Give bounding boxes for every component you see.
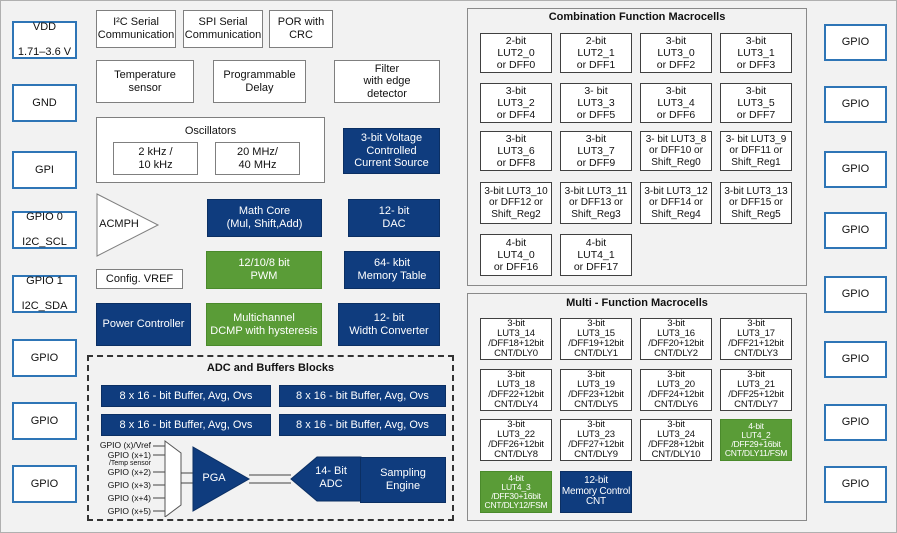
buffer-block: 8 x 16 - bit Buffer, Avg, Ovs [279, 385, 446, 407]
left-pin: GPIO 1 I2C_SDA [12, 275, 77, 313]
memory-table-block: 64- kbit Memory Table [344, 251, 440, 289]
i2c-block: I²C Serial Communication [96, 10, 176, 48]
pga-label: PGA [202, 471, 226, 484]
pin-label: GPIO 0 [26, 211, 63, 224]
pin-sublabel: 1.71–3.6 V [17, 46, 72, 59]
multi-function-macrocell: 4-bit LUT4_2 /DFF29+16bit CNT/DLY11/FSM [720, 419, 792, 461]
width-converter-block: 12- bit Width Converter [338, 303, 440, 346]
combination-macrocell: 3-bit LUT3_12 or DFF14 or Shift_Reg4 [640, 182, 712, 224]
adc-input-label: /Temp sensor [108, 460, 151, 467]
right-pin: GPIO [824, 466, 887, 503]
multi-panel-title: Multi - Function Macrocells [566, 297, 708, 309]
pin-label: GPIO [30, 477, 59, 490]
dac-block: 12- bit DAC [348, 199, 440, 237]
right-pin: GPIO [824, 341, 887, 378]
oscillator-low-freq: 2 kHz / 10 kHz [113, 142, 198, 175]
combination-macrocell: 3-bit LUT3_2 or DFF4 [480, 83, 552, 123]
pin-label: GPIO [30, 414, 59, 427]
adc-input-label: GPIO (x)/Vref [99, 440, 151, 450]
multi-function-macrocell: 3-bit LUT3_20 /DFF24+12bit CNT/DLY6 [640, 369, 712, 411]
oscillator-high-freq: 20 MHz/ 40 MHz [215, 142, 300, 175]
multi-function-macrocell: 3-bit LUT3_14 /DFF18+12bit CNT/DLY0 [480, 318, 552, 360]
combination-macrocell: 3-bit LUT3_4 or DFF6 [640, 83, 712, 123]
adc-input-label: GPIO (x+5) [107, 506, 151, 516]
pin-label: GPIO 1 [26, 275, 63, 288]
left-pin: GPIO [12, 402, 77, 440]
adc-input-label: GPIO (x+1) [107, 450, 151, 460]
combination-macrocell: 3-bit LUT3_0 or DFF2 [640, 33, 712, 73]
sampling-engine-block: Sampling Engine [360, 457, 446, 503]
multi-function-macrocell: 3-bit LUT3_19 /DFF23+12bit CNT/DLY5 [560, 369, 632, 411]
buffer-block: 8 x 16 - bit Buffer, Avg, Ovs [101, 385, 271, 407]
multi-function-macrocell: 12-bit Memory Control CNT [560, 471, 632, 513]
combination-macrocell: 3-bit LUT3_11 or DFF13 or Shift_Reg3 [560, 182, 632, 224]
config-vref-block: Config. VREF [96, 269, 183, 289]
multi-function-macrocell: 3-bit LUT3_21 /DFF25+12bit CNT/DLY7 [720, 369, 792, 411]
pwm-block: 12/10/8 bit PWM [206, 251, 322, 289]
pin-sublabel: I2C_SCL [22, 236, 67, 249]
multi-function-macrocell: 4-bit LUT4_3 /DFF30+16bit CNT/DLY12/FSM [480, 471, 552, 513]
multi-function-macrocell: 3-bit LUT3_24 /DFF28+12bit CNT/DLY10 [640, 419, 712, 461]
multi-function-macrocell: 3-bit LUT3_23 /DFF27+12bit CNT/DLY9 [560, 419, 632, 461]
buffer-block: 8 x 16 - bit Buffer, Avg, Ovs [279, 414, 446, 436]
multi-function-macrocell: 3-bit LUT3_15 /DFF19+12bit CNT/DLY1 [560, 318, 632, 360]
dcmp-block: Multichannel DCMP with hysteresis [206, 303, 322, 346]
right-pin: GPIO [824, 276, 887, 313]
pin-label: VDD [32, 21, 57, 34]
pin-sublabel: I2C_SDA [21, 300, 68, 313]
combination-macrocell: 3-bit LUT3_5 or DFF7 [720, 83, 792, 123]
buffer-block: 8 x 16 - bit Buffer, Avg, Ovs [101, 414, 271, 436]
right-pin: GPIO [824, 151, 887, 188]
left-pin: GPIO [12, 339, 77, 377]
programmable-delay-block: Programmable Delay [213, 60, 306, 103]
current-source-block: 3-bit Voltage Controlled Current Source [343, 128, 440, 174]
acmph-block [96, 193, 160, 257]
adc-signal-path [153, 440, 362, 517]
adc-input-label: GPIO (x+4) [107, 493, 151, 503]
acmph-label: ACMPH [99, 217, 139, 230]
filter-block: Filter with edge detector [334, 60, 440, 103]
right-pin: GPIO [824, 212, 887, 249]
combination-macrocell: 3-bit LUT3_7 or DFF9 [560, 131, 632, 171]
combination-macrocell: 3-bit LUT3_13 or DFF15 or Shift_Reg5 [720, 182, 792, 224]
combination-macrocell: 2-bit LUT2_0 or DFF0 [480, 33, 552, 73]
combination-macrocell: 2-bit LUT2_1 or DFF1 [560, 33, 632, 73]
combination-macrocell: 3- bit LUT3_9 or DFF11 or Shift_Reg1 [720, 131, 792, 171]
multi-function-macrocell: 3-bit LUT3_16 /DFF20+12bit CNT/DLY2 [640, 318, 712, 360]
combination-macrocell: 3-bit LUT3_10 or DFF12 or Shift_Reg2 [480, 182, 552, 224]
combination-macrocell: 3- bit LUT3_8 or DFF10 or Shift_Reg0 [640, 131, 712, 171]
oscillators-title: Oscillators [184, 125, 237, 137]
left-pin: GPI [12, 151, 77, 189]
right-pin: GPIO [824, 404, 887, 441]
right-pin: GPIO [824, 24, 887, 61]
por-block: POR with CRC [269, 10, 333, 48]
left-pin: GPIO [12, 465, 77, 503]
left-pin: VDD 1.71–3.6 V [12, 21, 77, 59]
adc-input-label: GPIO (x+3) [107, 480, 151, 490]
math-core-block: Math Core (Mul, Shift,Add) [207, 199, 322, 237]
combination-macrocell: 4-bit LUT4_0 or DFF16 [480, 234, 552, 276]
temperature-sensor-block: Temperature sensor [96, 60, 194, 103]
spi-block: SPI Serial Communication [183, 10, 263, 48]
adc-input-label: GPIO (x+2) [107, 467, 151, 477]
left-pin: GND [12, 84, 77, 122]
multi-function-macrocell: 3-bit LUT3_17 /DFF21+12bit CNT/DLY3 [720, 318, 792, 360]
multi-function-macrocell: 3-bit LUT3_18 /DFF22+12bit CNT/DLY4 [480, 369, 552, 411]
adc-label: 14- Bit ADC [315, 465, 347, 490]
power-controller-block: Power Controller [96, 303, 191, 346]
adc-panel-title: ADC and Buffers Blocks [206, 362, 335, 374]
combination-macrocell: 3-bit LUT3_6 or DFF8 [480, 131, 552, 171]
left-pin: GPIO 0 I2C_SCL [12, 211, 77, 249]
pin-label: GPI [35, 163, 54, 176]
combination-macrocell: 4-bit LUT4_1 or DFF17 [560, 234, 632, 276]
combination-panel-title: Combination Function Macrocells [548, 11, 726, 23]
multi-function-macrocell: 3-bit LUT3_22 /DFF26+12bit CNT/DLY8 [480, 419, 552, 461]
pin-label: GND [32, 96, 57, 109]
right-pin: GPIO [824, 86, 887, 123]
combination-macrocell: 3- bit LUT3_3 or DFF5 [560, 83, 632, 123]
combination-macrocell: 3-bit LUT3_1 or DFF3 [720, 33, 792, 73]
pin-label: GPIO [30, 351, 59, 364]
